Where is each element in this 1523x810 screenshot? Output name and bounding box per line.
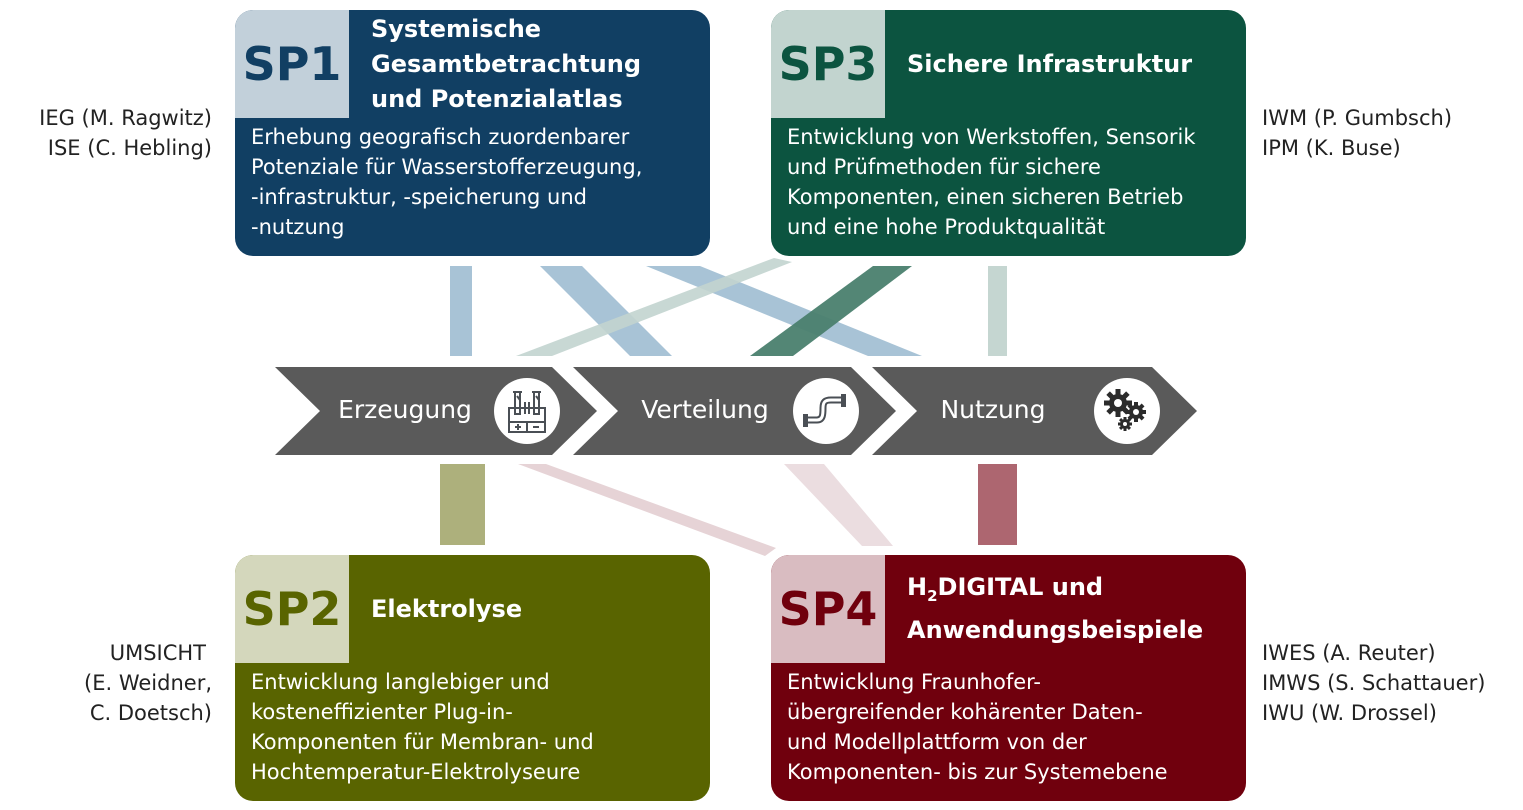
sp1-title-line: Gesamtbetrachtung: [371, 49, 642, 78]
gears-icon: [1094, 378, 1160, 444]
sp4-title: H2DIGITAL und Anwendungsbeispiele: [907, 555, 1236, 663]
sp3-description-line: Komponenten, einen sicheren Betrieb: [787, 185, 1184, 209]
link-sp3-verteilung: [750, 266, 912, 356]
sp1-description-line: Erhebung geografisch zuordenbarer: [251, 125, 630, 149]
institute-label: C. Doetsch): [89, 701, 212, 725]
sp4-institutes: IWES (A. Reuter) IMWS (S. Schattauer) IW…: [1262, 638, 1485, 728]
sp2-description: Entwicklung langlebiger und kosteneffizi…: [251, 667, 702, 787]
link-sp4-erzeugung: [518, 464, 776, 556]
sp3-box: SP3 Sichere Infrastruktur Entwicklung vo…: [771, 10, 1246, 256]
sp3-title-line: Sichere Infrastruktur: [907, 49, 1193, 78]
institute-label: IWU (W. Drossel): [1262, 701, 1437, 725]
institute-label: ISE (C. Hebling): [47, 136, 212, 160]
institute-label: IWES (A. Reuter): [1262, 641, 1436, 665]
sp1-description: Erhebung geografisch zuordenbarer Potenz…: [251, 122, 702, 242]
stage-label-verteilung: Verteilung: [641, 395, 769, 424]
sp2-box: SP2 Elektrolyse Entwicklung langlebiger …: [235, 555, 710, 801]
sp4-description-line: und Modellplattform von der: [787, 730, 1087, 754]
sp2-description-line: Komponenten für Membran- und: [251, 730, 594, 754]
sp4-description-line: Entwicklung Fraunhofer-: [787, 670, 1041, 694]
institute-label: (E. Weidner,: [84, 671, 212, 695]
sp4-code: SP4: [771, 555, 885, 663]
sp3-institutes: IWM (P. Gumbsch) IPM (K. Buse): [1262, 103, 1452, 163]
sp2-description-line: Hochtemperatur-Elektrolyseure: [251, 760, 581, 784]
sp3-code: SP3: [771, 10, 885, 118]
sp3-description: Entwicklung von Werkstoffen, Sensorik un…: [787, 122, 1238, 242]
sp1-title-line: und Potenzialatlas: [371, 84, 623, 113]
link-sp2-erzeugung: [440, 464, 485, 545]
sp1-box: SP1 Systemische Gesamtbetrachtung und Po…: [235, 10, 710, 256]
sp4-description-line: übergreifender kohärenter Daten-: [787, 700, 1143, 724]
sp2-description-line: Entwicklung langlebiger und: [251, 670, 550, 694]
sp2-description-line: kosteneffizienter Plug-in-: [251, 700, 513, 724]
sp4-title-rest: DIGITAL und: [937, 572, 1104, 601]
link-sp1-erzeugung: [450, 266, 472, 356]
sp2-code: SP2: [235, 555, 349, 663]
link-sp3-nutzung: [988, 266, 1007, 356]
sp2-title-line: Elektrolyse: [371, 594, 523, 623]
institute-label: IEG (M. Ragwitz): [39, 106, 212, 130]
sp1-description-line: -nutzung: [251, 215, 345, 239]
link-sp4-nutzung: [978, 464, 1017, 545]
sp4-title-line: Anwendungsbeispiele: [907, 616, 1204, 645]
link-sp1-verteilung: [540, 266, 672, 356]
institute-label: IWM (P. Gumbsch): [1262, 106, 1453, 130]
sp3-description-line: und eine hohe Produktqualität: [787, 215, 1106, 239]
stage-label-nutzung: Nutzung: [940, 395, 1046, 424]
sp1-code: SP1: [235, 10, 349, 118]
sp2-institutes: UMSICHT (E. Weidner, C. Doetsch): [0, 638, 212, 728]
sp1-description-line: Potenziale für Wasserstofferzeugung,: [251, 155, 643, 179]
institute-label: UMSICHT: [109, 641, 206, 665]
stage-label-erzeugung: Erzeugung: [338, 395, 472, 424]
link-sp3-erzeugung: [516, 258, 792, 356]
pipe-icon: [793, 378, 859, 444]
sp3-description-line: Entwicklung von Werkstoffen, Sensorik: [787, 125, 1196, 149]
sp1-title-line: Systemische: [371, 14, 542, 43]
sp2-title: Elektrolyse: [371, 555, 700, 663]
sp1-title: Systemische Gesamtbetrachtung und Potenz…: [371, 10, 700, 118]
sp4-description-line: Komponenten- bis zur Systemebene: [787, 760, 1168, 784]
electrolyzer-icon: [494, 378, 560, 444]
institute-label: IPM (K. Buse): [1262, 136, 1401, 160]
sp4-box: SP4 H2DIGITAL und Anwendungsbeispiele En…: [771, 555, 1246, 801]
sp4-title-line: H2DIGITAL und: [907, 570, 1236, 614]
sp1-description-line: -infrastruktur, -speicherung und: [251, 185, 588, 209]
institute-label: IMWS (S. Schattauer): [1262, 671, 1486, 695]
sp3-title: Sichere Infrastruktur: [907, 10, 1236, 118]
sp4-description: Entwicklung Fraunhofer- übergreifender k…: [787, 667, 1238, 787]
link-sp4-verteilung: [784, 464, 893, 546]
sp1-institutes: IEG (M. Ragwitz) ISE (C. Hebling): [0, 103, 212, 163]
sp4-title-prefix: H: [907, 572, 928, 601]
sp4-title-subscript: 2: [927, 586, 938, 605]
sp3-description-line: und Prüfmethoden für sichere: [787, 155, 1101, 179]
